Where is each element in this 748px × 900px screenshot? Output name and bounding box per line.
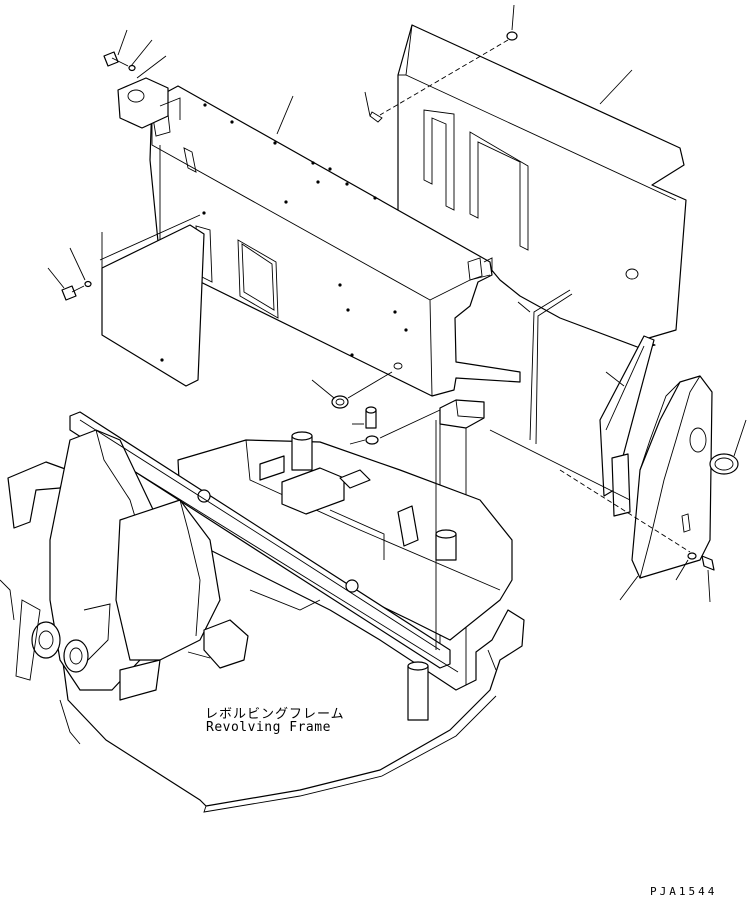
side-strip-right bbox=[599, 335, 655, 517]
right-cover-leader bbox=[489, 429, 631, 501]
frame-label-english: Revolving Frame bbox=[206, 720, 331, 735]
bolt-left bbox=[47, 247, 92, 301]
side-plate-left bbox=[99, 211, 206, 387]
seal-strip bbox=[517, 289, 573, 445]
assembly-line-rail bbox=[79, 419, 441, 651]
bracket-top-left bbox=[103, 29, 181, 129]
pin-top bbox=[364, 4, 518, 123]
bolt-right bbox=[559, 469, 715, 603]
leader-rear-cover bbox=[599, 69, 633, 105]
revolving-frame bbox=[0, 411, 525, 813]
leader-main-panel bbox=[276, 95, 294, 135]
frame-label-japanese: レボルビングフレーム bbox=[205, 707, 345, 722]
grommet-right bbox=[709, 419, 747, 475]
grommet-center bbox=[311, 371, 393, 409]
side-cover-right bbox=[631, 375, 713, 579]
drawing-code: PJA1544 bbox=[650, 885, 718, 898]
